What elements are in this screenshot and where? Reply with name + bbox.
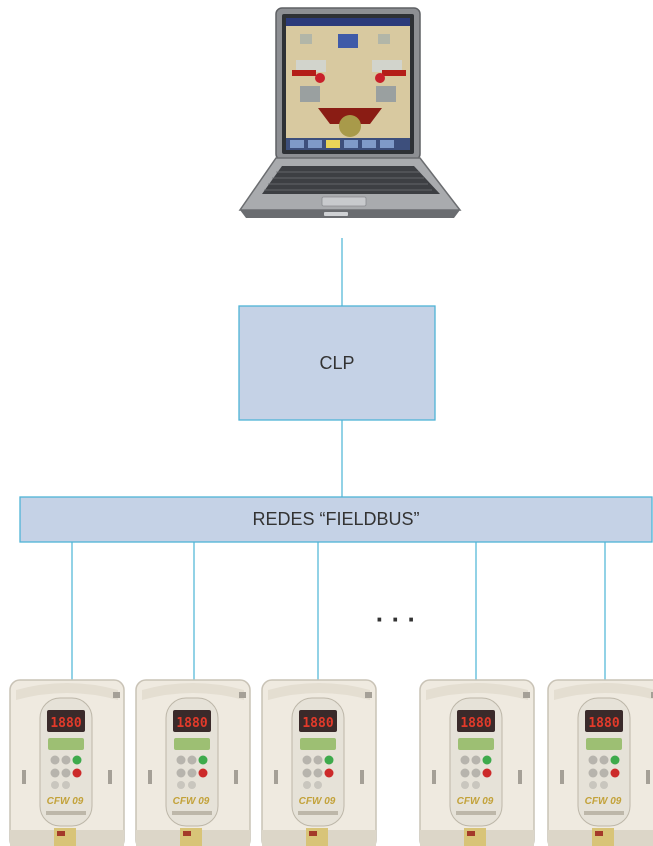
more-devices-ellipsis: · · · <box>376 604 416 634</box>
drive-inverter-icon <box>135 679 251 846</box>
drive-inverter-icon <box>547 679 653 846</box>
drive-inverter-icon <box>261 679 377 846</box>
drive-inverter-icon <box>419 679 535 846</box>
connectors <box>71 238 606 683</box>
fieldbus-node: REDES “FIELDBUS” <box>19 496 653 543</box>
plc-box <box>238 305 436 421</box>
laptop-icon <box>238 7 462 218</box>
fieldbus-label: REDES “FIELDBUS” <box>252 509 419 529</box>
plc-label: CLP <box>319 353 354 373</box>
plc-node: CLP <box>238 305 436 421</box>
drives-group <box>9 679 653 846</box>
fieldbus-bar <box>19 496 653 543</box>
drive-inverter-icon <box>9 679 125 846</box>
